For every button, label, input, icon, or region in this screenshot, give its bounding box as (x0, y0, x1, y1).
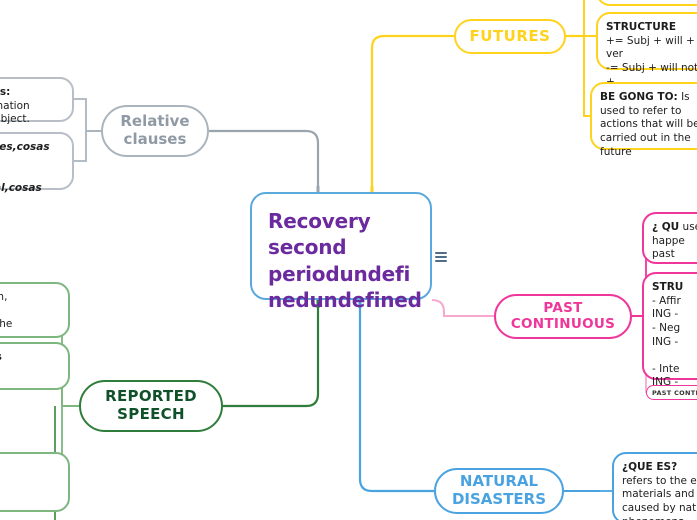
central-node-line-2: second (268, 235, 347, 260)
leaf-pc-structure-heading: STRU (652, 281, 684, 293)
branch-hub-past-continuous-label-1: PAST (543, 299, 583, 316)
leaf-rc-definition-line-1: auses: (0, 86, 11, 98)
branch-hub-relative-clauses-label-1: Relative (120, 112, 190, 131)
branch-hub-natural-disasters-label-1: NATURAL (459, 472, 539, 491)
leaf-futures-be-going-to-heading: BE GONG TO: (600, 91, 678, 103)
leaf-futures-structure[interactable]: STRUCTURE += Subj + will + ver -= Subj +… (596, 12, 697, 115)
leaf-rc-pronouns-line-4: nimal,cosas (0, 181, 42, 194)
leaf-pc-structure-line-4: ING - (652, 335, 679, 348)
leaf-pc-structure-line-2: ING - (652, 308, 679, 321)
leaf-futures-be-going-to-body: Is used to refer to actions that will be… (600, 91, 697, 158)
leaf-pc-que-es-heading: ¿ QU (652, 221, 680, 233)
leaf-relative-clauses-definition[interactable]: auses: nformation he subject. (0, 77, 74, 126)
hamburger-icon[interactable] (435, 252, 447, 263)
leaf-rs-2-line-1: nuous (0, 351, 2, 363)
central-node-line-4: nedundefined (268, 288, 422, 313)
leaf-futures-be-going-to[interactable]: BE GONG TO: Is used to refer to actions … (590, 82, 697, 158)
leaf-pc-que-es-line-3: past (652, 248, 675, 261)
leaf-pc-structure-line-3: - Neg (652, 321, 681, 334)
branch-hub-reported-speech-label-2: SPEECH (117, 405, 185, 423)
leaf-nd-que-es-line-1: refers to the e (622, 474, 697, 487)
leaf-rc-definition-line-3: he subject. (0, 113, 30, 126)
leaf-nd-que-es-line-4: phenomena (622, 516, 685, 520)
leaf-futures-structure-line-2: -= Subj + will not + (606, 61, 697, 88)
central-node[interactable]: Recovery second periodundefi nedundefine… (250, 192, 432, 312)
leaf-past-continuous-que-es[interactable]: ¿ QU used happe past (642, 212, 697, 264)
branch-hub-natural-disasters[interactable]: NATURAL DISASTERS (434, 468, 564, 514)
central-node-line-3: periodundefi (268, 261, 411, 286)
leaf-pc-structure-line-6: - Inte (652, 362, 680, 375)
leaf-natural-disasters-que-es[interactable]: ¿QUE ES? refers to the e materials and c… (612, 452, 697, 520)
branch-hub-natural-disasters-label-2: DISASTERS (451, 490, 547, 508)
leaf-relative-clauses-pronouns[interactable]: ugares,cosas s s nimal,cosas (0, 132, 74, 194)
leaf-pc-que-es-line-2: happe (652, 234, 685, 247)
leaf-rc-pronouns-line-1: ugares,cosas (0, 141, 50, 153)
branch-hub-futures[interactable]: FUTURES (454, 19, 566, 54)
leaf-past-continuous-structure[interactable]: STRU - Affir ING - - Neg ING - - Inte IN… (642, 272, 697, 388)
branch-hub-reported-speech-label-1: REPORTED (105, 387, 197, 406)
leaf-nd-que-es-heading: ¿QUE ES? (622, 461, 678, 473)
leaf-nd-que-es-line-3: caused by natu (622, 501, 697, 514)
branch-hub-relative-clauses-label-2: clauses (123, 130, 187, 148)
branch-hub-past-continuous[interactable]: PAST CONTINUOUS (494, 294, 632, 339)
leaf-futures-structure-line-1: += Subj + will + ver (606, 34, 695, 61)
central-node-line-1: Recovery (268, 209, 371, 233)
leaf-reported-speech-1[interactable]: explain, r own se to the (0, 282, 70, 338)
leaf-pc-tag-text: PAST CONTI (652, 389, 697, 397)
branch-hub-futures-label: FUTURES (469, 26, 551, 45)
leaf-reported-speech-2[interactable]: nuous (0, 342, 70, 390)
leaf-pc-structure-line-1: - Affir (652, 294, 681, 307)
leaf-futures-will[interactable]: will sing. (596, 0, 697, 6)
leaf-past-continuous-tag[interactable]: PAST CONTI (646, 385, 697, 400)
leaf-nd-que-es-line-2: materials and (622, 488, 695, 501)
leaf-futures-structure-heading: STRUCTURE (606, 21, 676, 33)
leaf-rs-1-line-1: explain, (0, 291, 8, 303)
leaf-reported-speech-3[interactable] (0, 452, 70, 512)
leaf-pc-que-es-line-1: used (682, 221, 697, 233)
branch-hub-relative-clauses[interactable]: Relative clauses (101, 105, 209, 157)
branch-hub-past-continuous-label-2: CONTINUOUS (510, 315, 616, 332)
leaf-rs-1-line-3: se to the (0, 318, 13, 331)
branch-hub-reported-speech[interactable]: REPORTED SPEECH (79, 380, 223, 432)
leaf-rc-definition-line-2: nformation (0, 99, 30, 112)
